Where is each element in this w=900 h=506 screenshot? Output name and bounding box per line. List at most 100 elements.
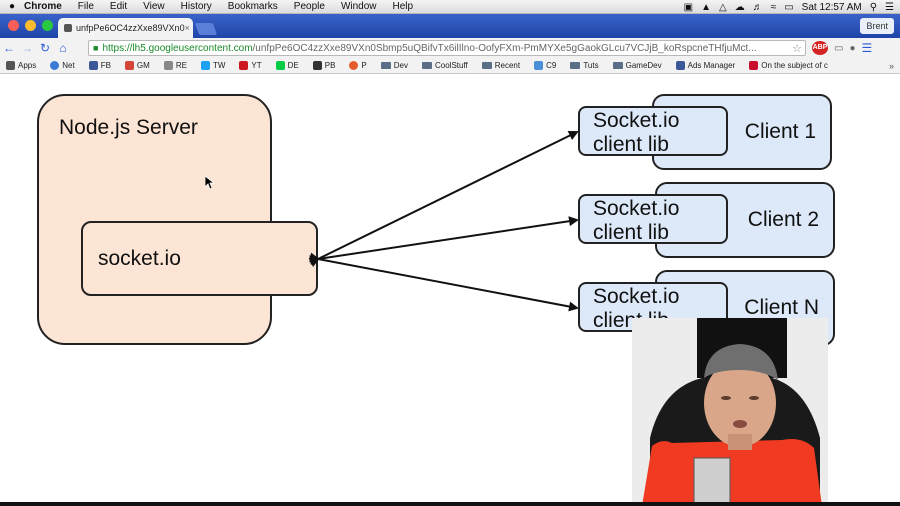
extensions-area: ABP ▭ ● ☰	[812, 40, 872, 56]
menu-edit[interactable]: Edit	[109, 1, 128, 12]
bookmark-folder-tuts[interactable]: Tuts	[570, 61, 599, 70]
chrome-menu-icon[interactable]: ☰	[861, 41, 873, 55]
pinterest-icon	[349, 61, 359, 70]
menu-people[interactable]: People	[293, 1, 325, 12]
maximize-window-button[interactable]	[42, 20, 53, 31]
menu-history[interactable]: History	[180, 1, 212, 12]
menu-help[interactable]: Help	[392, 1, 414, 12]
socketio-label: socket.io	[98, 247, 181, 270]
folder-icon	[380, 62, 391, 69]
url-host: https://lh5.googleusercontent.com	[102, 42, 253, 54]
window-controls	[8, 20, 53, 31]
folder-icon	[421, 62, 432, 69]
client-n-label: Client N	[744, 296, 819, 319]
drive-icon[interactable]: △	[719, 1, 727, 13]
cast-icon[interactable]: ▭	[834, 42, 844, 54]
wifi-icon[interactable]: ≈	[770, 1, 777, 13]
browser-tab-active[interactable]: unfpPe6OC4zzXxe89VXn0 ×	[58, 18, 193, 38]
server-title: Node.js Server	[59, 116, 198, 139]
bookmarks-bar: Apps Net FB GM RE TW YT DE PB P Dev Cool…	[0, 58, 900, 74]
address-bar[interactable]: ■ https://lh5.googleusercontent.com /unf…	[88, 40, 806, 56]
bookmark-star-icon[interactable]: ☆	[792, 42, 802, 55]
minimize-window-button[interactable]	[25, 20, 36, 31]
camera-icon[interactable]: ▣	[683, 1, 694, 13]
notification-bell-icon[interactable]: ▲	[701, 1, 711, 13]
twitter-icon	[200, 61, 210, 70]
menu-file[interactable]: File	[77, 1, 94, 12]
back-arrow-icon[interactable]: ←	[3, 41, 15, 55]
bookmark-fb[interactable]: FB	[88, 61, 111, 70]
menu-chrome[interactable]: Chrome	[24, 1, 62, 12]
arrow-to-client-n	[309, 252, 579, 312]
socketio-box: socket.io	[81, 221, 318, 296]
bookmark-folder-gamedev[interactable]: GameDev	[612, 61, 662, 70]
bookmarks-overflow-icon[interactable]: »	[888, 60, 894, 71]
browser-titlebar: unfpPe6OC4zzXxe89VXn0 × Brent	[0, 14, 900, 38]
tab-close-icon[interactable]: ×	[184, 23, 190, 33]
bookmark-re[interactable]: RE	[163, 61, 187, 70]
folder-icon	[612, 62, 623, 69]
bookmark-folder-dev[interactable]: Dev	[380, 61, 408, 70]
cloud-icon[interactable]: ☁	[734, 1, 745, 13]
adblock-plus-icon[interactable]: ABP	[812, 41, 828, 55]
forward-arrow-icon[interactable]: →	[21, 41, 33, 55]
notification-center-icon[interactable]: ☰	[885, 1, 894, 13]
lock-icon: ■	[93, 43, 99, 53]
menu-window[interactable]: Window	[340, 1, 377, 12]
bookmark-gm[interactable]: GM	[124, 61, 150, 70]
reload-icon[interactable]: ↻	[39, 41, 51, 55]
facebook-icon	[675, 61, 685, 70]
nodejs-server-box: Node.js Server	[37, 94, 272, 345]
facebook-icon	[88, 61, 98, 70]
client-2-label: Client 2	[747, 208, 819, 231]
arrow-to-client-2	[309, 216, 579, 266]
globe-icon	[50, 61, 60, 70]
bookmark-yt[interactable]: YT	[239, 61, 262, 70]
mouse-cursor-icon	[205, 176, 215, 190]
profile-button[interactable]: Brent	[860, 18, 894, 34]
bookmark-p[interactable]: P	[349, 61, 367, 70]
microphone-icon[interactable]: ●	[849, 42, 856, 54]
bookmark-c9[interactable]: C9	[534, 61, 556, 70]
bookmark-apps[interactable]: Apps	[6, 61, 36, 70]
close-window-button[interactable]	[8, 20, 19, 31]
client-1-label: Client 1	[744, 120, 816, 143]
menu-bookmarks[interactable]: Bookmarks	[227, 1, 278, 12]
tab-favicon-icon	[64, 24, 72, 32]
window-bottom-edge	[0, 502, 900, 506]
battery-icon[interactable]: ▭	[784, 1, 794, 13]
new-tab-button[interactable]	[194, 23, 218, 35]
bookmark-net[interactable]: Net	[50, 61, 75, 70]
clock[interactable]: Sat 12:57 AM	[801, 1, 862, 13]
connection-arrows	[308, 131, 579, 312]
page-content: Node.js Server socket.io Client 1 Socket…	[0, 74, 900, 506]
bookmark-pb[interactable]: PB	[312, 61, 335, 70]
volume-icon[interactable]: ♬	[752, 1, 763, 13]
menu-view[interactable]: View	[143, 1, 165, 12]
bookmark-folder-coolstuff[interactable]: CoolStuff	[421, 61, 468, 70]
bookmark-ads-manager[interactable]: Ads Manager	[675, 61, 735, 70]
folder-icon	[570, 62, 581, 69]
photobucket-icon	[312, 61, 322, 70]
reddit-icon	[163, 61, 173, 70]
cloud9-icon	[534, 61, 544, 70]
bookmark-pdf[interactable]: On the subject of c	[749, 61, 828, 70]
bookmark-folder-recent[interactable]: Recent	[481, 61, 520, 70]
bookmark-de[interactable]: DE	[275, 61, 299, 70]
url-path: /unfpPe6OC4zzXxe89VXn0Sbmp5uQBifvTx6ilIl…	[252, 42, 757, 54]
bookmark-tw[interactable]: TW	[200, 61, 225, 70]
mac-menubar: ● Chrome File Edit View History Bookmark…	[0, 0, 900, 14]
gmail-icon	[124, 61, 134, 70]
spotlight-search-icon[interactable]: ⚲	[869, 1, 878, 13]
folder-icon	[481, 62, 492, 69]
apps-grid-icon	[6, 61, 15, 70]
home-icon[interactable]: ⌂	[59, 41, 67, 55]
deviantart-icon	[275, 61, 285, 70]
presenter-video	[632, 318, 828, 506]
menubar-status-area: ▣ ▲ △ ☁ ♬ ≈ ▭ Sat 12:57 AM ⚲ ☰	[684, 0, 894, 14]
apple-icon[interactable]: ●	[8, 1, 16, 12]
